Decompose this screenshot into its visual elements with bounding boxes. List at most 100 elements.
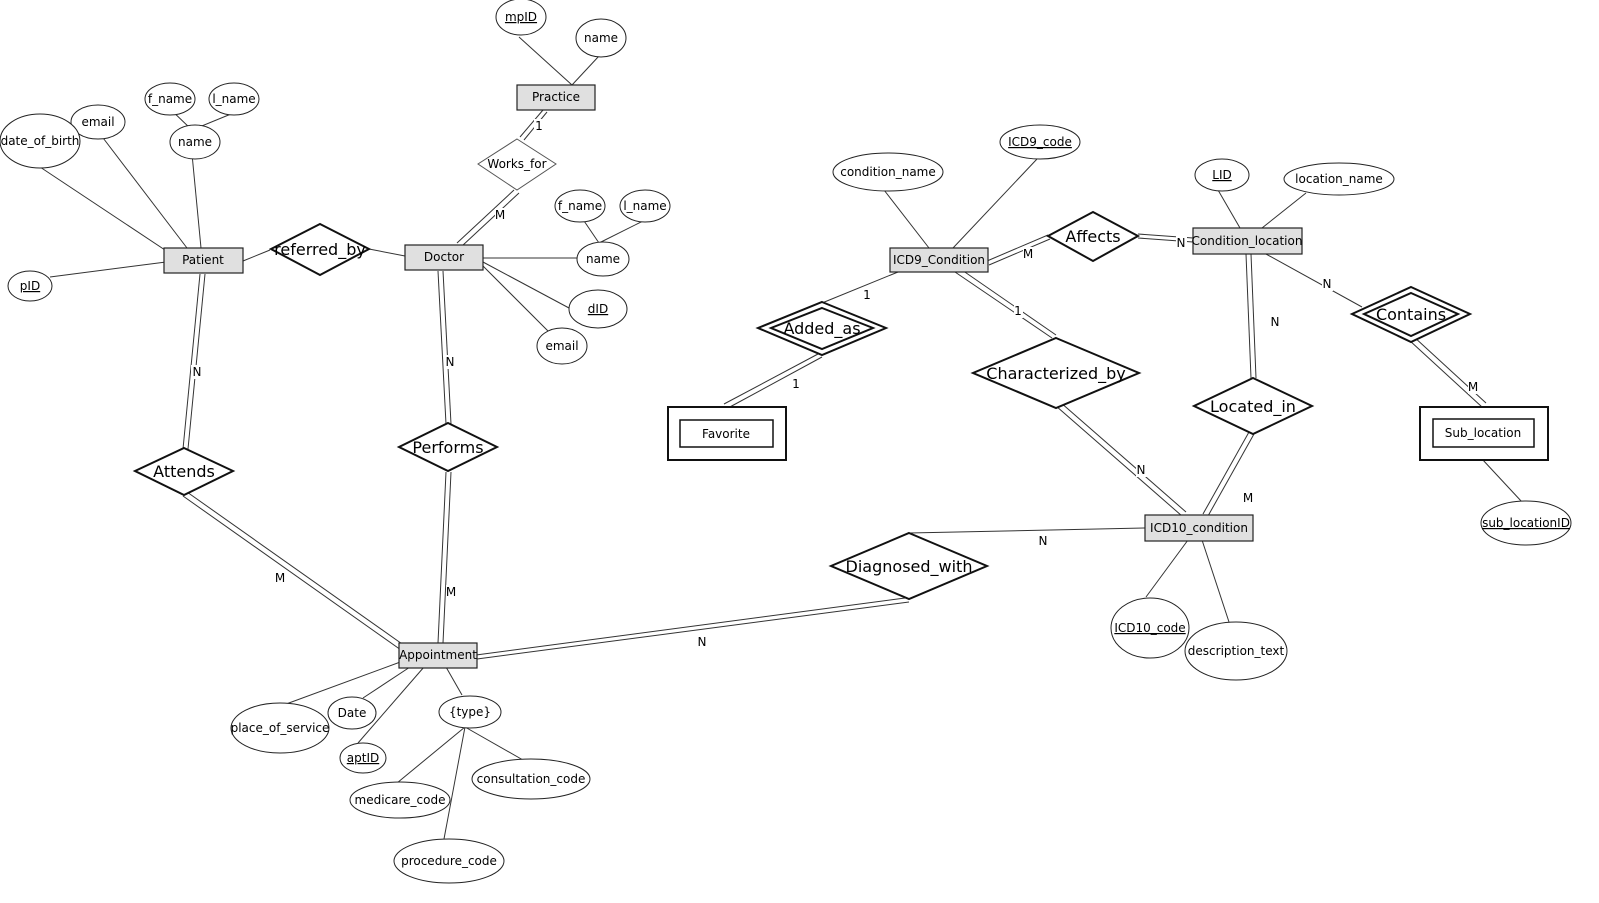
svg-text:M: M (446, 585, 456, 599)
attribute-icd9-code-label: ICD9_code (1008, 135, 1072, 149)
relationship-added-as-label: Added_as (783, 319, 860, 339)
entity-icd10-condition[interactable]: ICD10_condition (1144, 514, 1254, 542)
attribute-practice-name[interactable]: name (575, 18, 627, 58)
attribute-patient-email[interactable]: email (70, 104, 126, 140)
entity-icd10-condition-label: ICD10_condition (1150, 521, 1248, 535)
attribute-practice-name-label: name (584, 31, 618, 45)
attribute-description-text[interactable]: description_text (1184, 621, 1288, 681)
line-mpid (518, 36, 573, 86)
attribute-date-of-birth[interactable]: date_of_birth (0, 113, 81, 169)
entity-appointment[interactable]: Appointment (398, 642, 478, 669)
attribute-consultation-code[interactable]: consultation_code (471, 758, 591, 800)
entity-favorite-label: Favorite (702, 427, 750, 441)
entity-condition-location[interactable]: Condition_location (1192, 227, 1303, 255)
entity-icd9-condition-label: ICD9_Condition (893, 253, 985, 267)
card-icd9-added-as: 1 (863, 288, 872, 302)
attribute-type[interactable]: {type} (438, 695, 502, 729)
svg-text:N: N (446, 355, 455, 369)
attribute-did[interactable]: dID (568, 289, 628, 329)
relationship-performs-label: Performs (412, 438, 483, 457)
svg-text:M: M (495, 208, 505, 222)
line-practice-name (571, 55, 600, 86)
attribute-patient-email-label: email (81, 115, 114, 129)
svg-text:1: 1 (535, 119, 543, 133)
attribute-procedure-code[interactable]: procedure_code (393, 838, 505, 884)
attribute-doctor-l-name-label: l_name (623, 199, 666, 213)
attribute-description-text-label: description_text (1188, 644, 1285, 658)
relationship-affects[interactable]: Affects (1045, 210, 1141, 263)
attribute-medicare-code-label: medicare_code (355, 793, 446, 807)
card-appointment-diagnosed: N (697, 635, 708, 649)
attribute-lid[interactable]: LID (1194, 158, 1250, 192)
card-appointment-performs: M (446, 585, 457, 599)
attribute-icd9-code[interactable]: ICD9_code (999, 124, 1081, 160)
entity-patient[interactable]: Patient (163, 247, 244, 274)
weak-entity-sub-location[interactable]: Sub_location (1419, 406, 1549, 461)
attribute-condition-name[interactable]: condition_name (832, 152, 944, 192)
attribute-doctor-email[interactable]: email (536, 327, 588, 365)
entity-doctor[interactable]: Doctor (404, 244, 484, 271)
card-practice-works-for: 1 (534, 119, 544, 133)
relationship-contains[interactable]: Contains (1349, 285, 1473, 344)
attribute-date-of-birth-label: date_of_birth (1, 134, 80, 148)
svg-text:N: N (1039, 534, 1048, 548)
card-favorite-added-as: 1 (792, 377, 801, 391)
card-location-contains: N (1322, 277, 1333, 291)
attribute-patient-l-name[interactable]: l_name (208, 82, 260, 116)
attribute-medicare-code[interactable]: medicare_code (349, 781, 451, 819)
attribute-doctor-l-name[interactable]: l_name (619, 189, 671, 223)
svg-text:M: M (1023, 247, 1033, 261)
cardinality-labels: 1 M N M N M N N M N 1 1 1 N N M N M (191, 119, 1479, 649)
svg-text:N: N (1323, 277, 1332, 291)
entity-icd9-condition[interactable]: ICD9_Condition (889, 247, 989, 273)
attribute-doctor-name[interactable]: name (576, 241, 630, 277)
entity-appointment-label: Appointment (399, 648, 477, 662)
attribute-sub-locationid-label: sub_locationID (1482, 516, 1570, 530)
relationship-referred-by-label: referred_by (274, 240, 366, 260)
attribute-place-of-service[interactable]: place_of_service (230, 702, 330, 754)
weak-entity-favorite[interactable]: Favorite (667, 406, 787, 461)
entity-practice-label: Practice (532, 90, 580, 104)
relationship-diagnosed-with[interactable]: Diagnosed_with (828, 531, 990, 601)
attribute-sub-locationid[interactable]: sub_locationID (1480, 500, 1572, 546)
attribute-date[interactable]: Date (327, 696, 377, 730)
svg-text:N: N (1271, 315, 1280, 329)
relationship-contains-label: Contains (1376, 305, 1446, 324)
relationship-referred-by[interactable]: referred_by (268, 222, 372, 277)
attribute-aptid[interactable]: aptID (339, 742, 387, 774)
svg-text:M: M (275, 571, 285, 585)
attribute-doctor-f-name[interactable]: f_name (554, 189, 606, 223)
attribute-patient-name-label: name (178, 135, 212, 149)
relationship-characterized-by[interactable]: Characterized_by (970, 336, 1142, 410)
svg-text:M: M (1243, 491, 1253, 505)
relationship-characterized-by-label: Characterized_by (986, 364, 1125, 384)
connector-lines (39, 36, 1523, 840)
attribute-patient-l-name-label: l_name (212, 92, 255, 106)
attribute-place-of-service-label: place_of_service (231, 721, 330, 735)
attribute-location-name-label: location_name (1295, 172, 1383, 186)
attribute-doctor-name-label: name (586, 252, 620, 266)
relationship-works-for[interactable]: Works_for (477, 138, 557, 191)
relationship-added-as[interactable]: Added_as (755, 300, 889, 357)
relationship-located-in[interactable]: Located_in (1191, 376, 1315, 436)
attribute-mpid[interactable]: mpID (495, 0, 547, 36)
attribute-patient-name[interactable]: name (169, 124, 221, 160)
attribute-date-label: Date (338, 706, 367, 720)
relationship-attends-label: Attends (153, 462, 215, 481)
attribute-location-name[interactable]: location_name (1283, 162, 1395, 196)
relationship-attends[interactable]: Attends (132, 446, 236, 497)
attribute-procedure-code-label: procedure_code (401, 854, 497, 868)
card-doctor-performs: N (445, 355, 456, 369)
entity-doctor-label: Doctor (424, 250, 464, 264)
attribute-icd10-code[interactable]: ICD10_code (1110, 597, 1190, 659)
relationship-located-in-label: Located_in (1210, 397, 1296, 417)
relationship-performs[interactable]: Performs (396, 421, 500, 473)
card-icd10-located-in: M (1243, 491, 1254, 505)
attribute-lid-label: LID (1212, 168, 1231, 182)
attribute-pid[interactable]: pID (7, 270, 53, 302)
attribute-mpid-label: mpID (505, 10, 537, 24)
attribute-patient-f-name[interactable]: f_name (144, 82, 196, 116)
card-location-affects: N (1176, 236, 1187, 250)
relationship-affects-label: Affects (1065, 227, 1120, 246)
entity-practice[interactable]: Practice (516, 84, 596, 111)
